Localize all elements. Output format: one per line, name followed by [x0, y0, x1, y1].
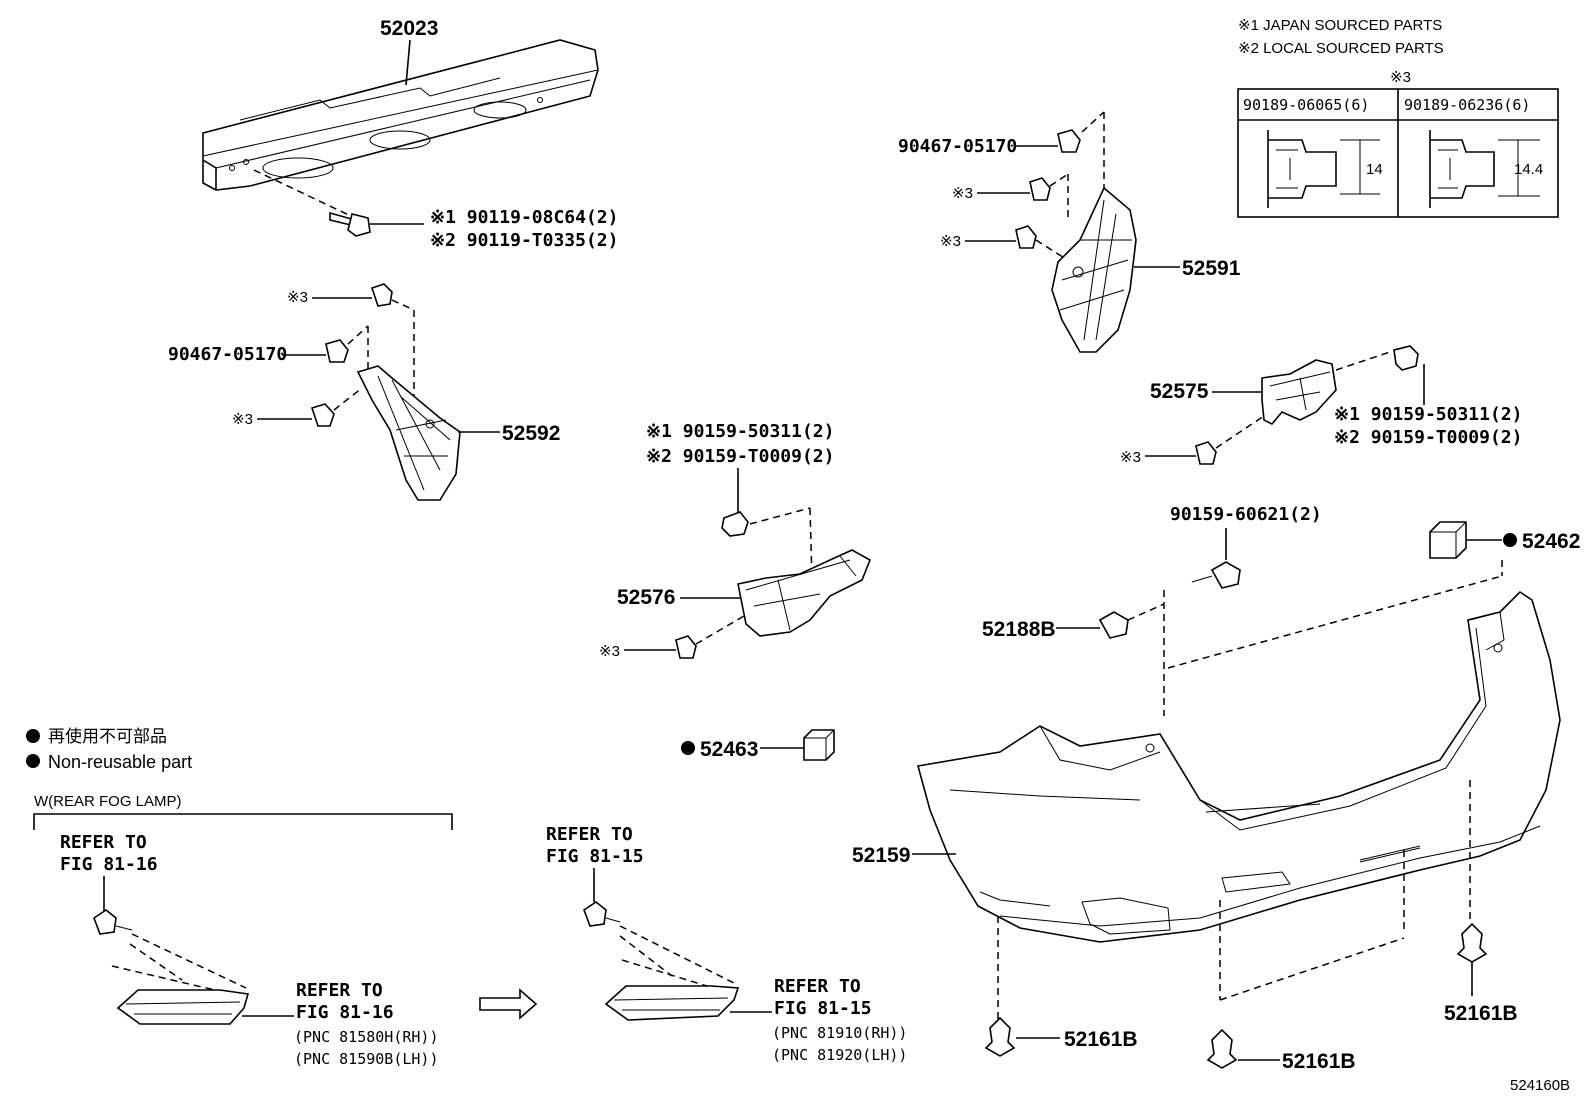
- label-52463: 52463: [700, 738, 758, 761]
- note-mark3: ※3: [1390, 69, 1411, 86]
- label-mark3-d: ※3: [940, 233, 961, 250]
- clip-mark3-d: [1015, 225, 1037, 249]
- non-reusable-dot-52463: [681, 741, 695, 755]
- bracket-52591: [1051, 186, 1137, 353]
- legend-dot-jp: [26, 729, 40, 743]
- legend-en: Non-reusable part: [48, 752, 192, 772]
- fog-lamp-c: [604, 985, 740, 1021]
- bolt-90119: [329, 211, 371, 237]
- clip-mark3-a: [370, 283, 393, 307]
- label-52576: 52576: [617, 586, 675, 609]
- fog-group-label: W(REAR FOG LAMP): [34, 793, 182, 810]
- pad-52462: [1429, 521, 1467, 559]
- clip-table: 90189-06065(6) 90189-06236(6) 14 14.4: [1237, 88, 1559, 218]
- label-mark3-e: ※3: [1120, 449, 1141, 466]
- label-nut-90467-left: 90467-05170: [168, 344, 287, 365]
- screw-90159-60621: [1210, 561, 1241, 589]
- clip-mark3-e: [1195, 441, 1217, 465]
- label-bolt-90119-japan: ※1 90119-08C64(2): [430, 207, 618, 228]
- fog-pnc-b-lh: (PNC 81590B(LH)): [294, 1050, 439, 1068]
- screw-fog-c: [583, 901, 607, 927]
- label-52161B-1: 52161B: [1064, 1028, 1138, 1051]
- clip-sketch-1: 14: [1267, 130, 1383, 208]
- clip-sketch-2: 14.4: [1429, 130, 1543, 208]
- diagram-id: 524160B: [1510, 1077, 1570, 1094]
- clip-1-dimension: 14: [1366, 161, 1383, 178]
- screw-90159-right: [1393, 345, 1419, 371]
- note-local-sourced: ※2 LOCAL SOURCED PARTS: [1238, 40, 1444, 57]
- fog-lamp-a: [116, 989, 250, 1025]
- label-52462: 52462: [1522, 530, 1580, 553]
- non-reusable-dot-52462: [1503, 533, 1517, 547]
- clip-mark3-c: [1029, 177, 1051, 201]
- label-mark3-c: ※3: [952, 185, 973, 202]
- fog-refer-c-line2: FIG 81-15: [546, 846, 644, 867]
- bracket-52575: [1261, 359, 1337, 425]
- label-52161B-2: 52161B: [1282, 1050, 1356, 1073]
- fog-refer-a-line1: REFER TO: [60, 832, 147, 853]
- arrow-right-icon: [479, 988, 538, 1020]
- bracket-52592: [356, 365, 461, 501]
- fog-refer-c-line1: REFER TO: [546, 824, 633, 845]
- clip-52188B: [1098, 611, 1129, 639]
- label-52161B-3: 52161B: [1444, 1002, 1518, 1025]
- label-52592: 52592: [502, 422, 560, 445]
- fog-refer-a-line2: FIG 81-16: [60, 854, 158, 875]
- label-52188B: 52188B: [982, 618, 1056, 641]
- clip-2-dimension: 14.4: [1514, 161, 1543, 178]
- pad-52463: [803, 729, 835, 761]
- label-mark3-a: ※3: [287, 289, 308, 306]
- bumper-cover-52159: [916, 590, 1561, 943]
- fog-refer-d-line1: REFER TO: [774, 976, 861, 997]
- label-mark3-f: ※3: [599, 643, 620, 660]
- bracket-52576: [737, 549, 872, 637]
- clip-mark3-f: [675, 635, 697, 659]
- screw-90159-center: [721, 511, 749, 537]
- nut-90467-right: [1057, 129, 1081, 153]
- label-nut-90467-right: 90467-05170: [898, 136, 1017, 157]
- fog-pnc-b-rh: (PNC 81580H(RH)): [294, 1028, 439, 1046]
- label-mark3-b: ※3: [232, 411, 253, 428]
- fog-pnc-d-lh: (PNC 81920(LH)): [772, 1046, 907, 1064]
- reinforcement-52023: [202, 39, 599, 191]
- clip-table-col2-header: 90189-06236(6): [1404, 96, 1530, 114]
- fog-refer-b-line2: FIG 81-16: [296, 1002, 394, 1023]
- fog-refer-b-line1: REFER TO: [296, 980, 383, 1001]
- clip-table-col1-header: 90189-06065(6): [1243, 96, 1369, 114]
- label-screw-90159-60621: 90159-60621(2): [1170, 504, 1322, 525]
- legend-dot-en: [26, 754, 40, 768]
- clip-52161B-3: [1456, 922, 1488, 963]
- fog-pnc-d-rh: (PNC 81910(RH)): [772, 1024, 907, 1042]
- clip-mark3-b: [310, 403, 335, 427]
- nut-90467-left: [325, 339, 349, 363]
- label-screw-90159-center-japan: ※1 90159-50311(2): [646, 421, 834, 442]
- fog-refer-d-line2: FIG 81-15: [774, 998, 872, 1019]
- label-52023: 52023: [380, 17, 438, 40]
- label-52159: 52159: [852, 844, 910, 867]
- label-screw-90159-center-local: ※2 90159-T0009(2): [646, 446, 834, 467]
- legend-jp: 再使用不可部品: [48, 726, 167, 746]
- clip-52161B-2: [1206, 1028, 1238, 1069]
- note-japan-sourced: ※1 JAPAN SOURCED PARTS: [1238, 17, 1442, 34]
- label-52575: 52575: [1150, 380, 1209, 403]
- label-screw-90159-right-local: ※2 90159-T0009(2): [1334, 427, 1522, 448]
- label-52591: 52591: [1182, 257, 1241, 280]
- screw-fog-a: [93, 909, 117, 935]
- label-bolt-90119-local: ※2 90119-T0335(2): [430, 230, 618, 251]
- label-screw-90159-right-japan: ※1 90159-50311(2): [1334, 404, 1522, 425]
- clip-52161B-1: [984, 1016, 1016, 1057]
